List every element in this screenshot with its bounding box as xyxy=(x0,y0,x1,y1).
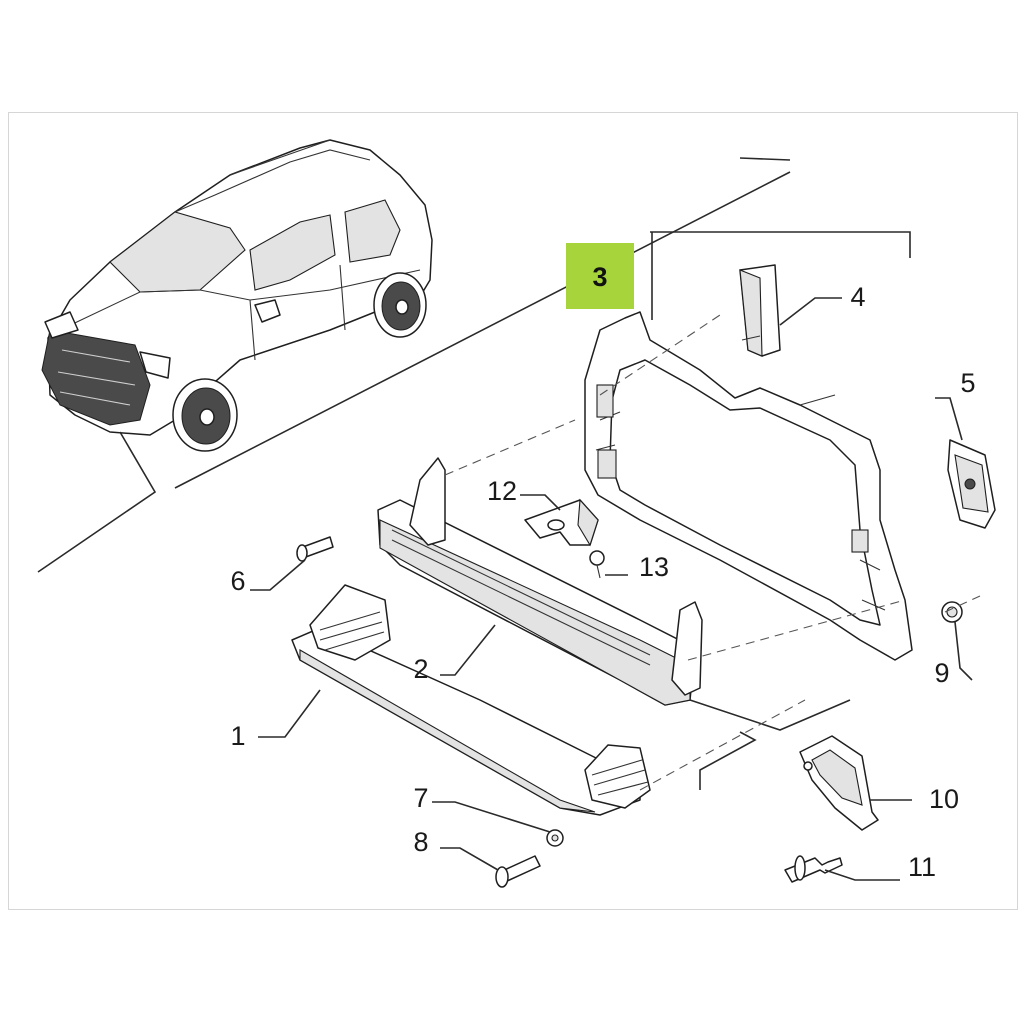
callout-label-13: 13 xyxy=(639,552,669,582)
callout-7-leader xyxy=(432,801,551,833)
callout-label-12: 12 xyxy=(487,476,517,506)
callout-label-9: 9 xyxy=(934,658,949,688)
callout-label-10: 10 xyxy=(929,784,959,814)
bolt-part-6 xyxy=(296,536,334,562)
callout-1-leader xyxy=(258,689,321,738)
nut-part-9 xyxy=(941,601,963,623)
callout-5-leader xyxy=(935,397,963,441)
callout-label-11: 11 xyxy=(908,852,936,882)
side-bracket-part-10 xyxy=(799,735,879,831)
callout-label-3: 3 xyxy=(592,262,607,292)
push-pin-part-11 xyxy=(784,855,843,883)
callout-3-bracket-line xyxy=(650,231,911,258)
bumper-reinforcement-beam xyxy=(377,457,703,706)
callout-8-leader xyxy=(440,847,499,871)
callout-label-6: 6 xyxy=(230,566,245,596)
callout-11-leader xyxy=(824,869,900,881)
callout-label-5: 5 xyxy=(960,368,975,398)
callout-label-4: 4 xyxy=(850,282,865,312)
bracket-plate-part-12 xyxy=(524,498,599,547)
callout-6-leader xyxy=(250,559,306,591)
callout-label-2: 2 xyxy=(413,654,428,684)
bumper-beam-with-crash-boxes xyxy=(291,584,651,816)
callout-2-leader xyxy=(440,624,496,676)
callout-label-1: 1 xyxy=(230,721,245,751)
highlighted-callout-box xyxy=(566,243,634,309)
callout-label-7: 7 xyxy=(413,783,428,813)
clip-part-13 xyxy=(589,550,605,579)
callout-12-leader xyxy=(520,494,561,511)
callout-label-8: 8 xyxy=(413,827,428,857)
front-end-carrier-panel xyxy=(584,311,913,661)
pad-part xyxy=(947,439,996,529)
washer-part-7 xyxy=(546,829,564,847)
callout-9-leader xyxy=(954,621,973,681)
callout-4-leader xyxy=(779,297,842,326)
car-overview-illustration xyxy=(37,139,791,573)
upper-bracket-part xyxy=(739,264,781,357)
bolt-part-8 xyxy=(495,855,541,888)
